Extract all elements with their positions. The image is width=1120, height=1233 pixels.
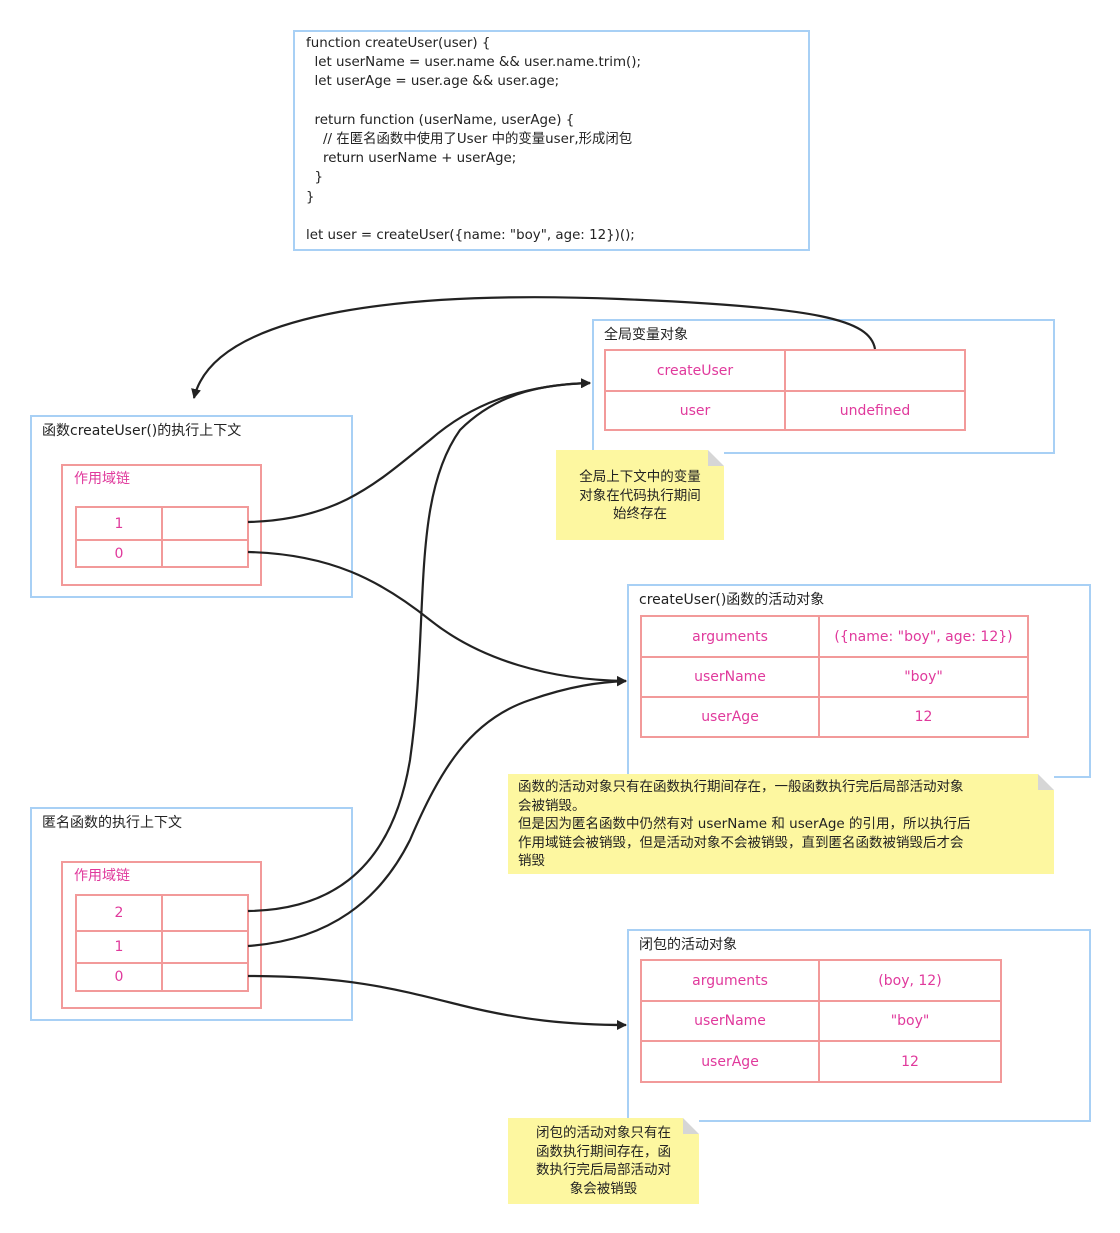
- table-row: 0: [75, 539, 249, 568]
- table-row: user undefined: [604, 390, 966, 431]
- anonymous-function-scope-table: 2 1 0: [75, 894, 249, 992]
- closure-note-text: 闭包的活动对象只有在 函数执行期间存在，函 数执行完后局部活动对 象会被销毁: [536, 1125, 671, 1197]
- table-key-cell: userAge: [640, 696, 820, 738]
- scope-chain-title: 作用域链: [74, 471, 130, 487]
- scope-chain-title: 作用域链: [74, 868, 130, 884]
- table-key-cell: arguments: [640, 959, 820, 1002]
- scope-index-cell: 2: [75, 894, 163, 932]
- scope-pointer-cell: [161, 506, 249, 541]
- code-text: function createUser(user) { let userName…: [306, 36, 641, 244]
- table-row: arguments (boy, 12): [640, 959, 1002, 1002]
- global-variable-object-title: 全局变量对象: [604, 327, 688, 343]
- table-value-cell: 12: [818, 1040, 1002, 1083]
- anonymous-function-context-title: 匿名函数的执行上下文: [42, 815, 182, 831]
- table-value-cell: [784, 349, 966, 392]
- create-user-activation-note: 函数的活动对象只有在函数执行期间存在，一般函数执行完后局部活动对象 会被销毁。 …: [508, 774, 1054, 874]
- create-user-context-title: 函数createUser()的执行上下文: [42, 423, 242, 439]
- create-user-scope-table: 1 0: [75, 506, 249, 568]
- table-row: 1: [75, 930, 249, 964]
- table-value-cell: ({name: "boy", age: 12}): [818, 615, 1029, 658]
- create-user-activation-object-title: createUser()函数的活动对象: [639, 592, 825, 608]
- scope-index-cell: 1: [75, 506, 163, 541]
- create-user-activation-note-text: 函数的活动对象只有在函数执行期间存在，一般函数执行完后局部活动对象 会被销毁。 …: [518, 779, 971, 870]
- table-row: userName "boy": [640, 656, 1029, 698]
- scope-pointer-cell: [161, 930, 249, 964]
- closure-note: 闭包的活动对象只有在 函数执行期间存在，函 数执行完后局部活动对 象会被销毁: [508, 1118, 699, 1204]
- global-variable-table: createUser user undefined: [604, 349, 966, 431]
- table-key-cell: userName: [640, 656, 820, 698]
- closure-activation-table: arguments (boy, 12) userName "boy" userA…: [640, 959, 1002, 1083]
- scope-index-cell: 0: [75, 962, 163, 992]
- table-row: createUser: [604, 349, 966, 392]
- table-value-cell: 12: [818, 696, 1029, 738]
- table-row: userAge 12: [640, 696, 1029, 738]
- table-row: 2: [75, 894, 249, 932]
- global-note-text: 全局上下文中的变量 对象在代码执行期间 始终存在: [579, 469, 701, 523]
- note-fold-corner: [708, 450, 724, 466]
- global-note: 全局上下文中的变量 对象在代码执行期间 始终存在: [556, 450, 724, 540]
- table-row: 0: [75, 962, 249, 992]
- note-fold-corner: [1038, 774, 1054, 790]
- table-value-cell: (boy, 12): [818, 959, 1002, 1002]
- table-key-cell: userName: [640, 1000, 820, 1042]
- table-row: 1: [75, 506, 249, 541]
- table-value-cell: undefined: [784, 390, 966, 431]
- code-box: function createUser(user) { let userName…: [293, 30, 810, 251]
- create-user-activation-table: arguments ({name: "boy", age: 12}) userN…: [640, 615, 1029, 738]
- table-key-cell: user: [604, 390, 786, 431]
- table-row: userName "boy": [640, 1000, 1002, 1042]
- table-row: arguments ({name: "boy", age: 12}): [640, 615, 1029, 658]
- table-key-cell: createUser: [604, 349, 786, 392]
- table-key-cell: userAge: [640, 1040, 820, 1083]
- scope-index-cell: 1: [75, 930, 163, 964]
- scope-pointer-cell: [161, 962, 249, 992]
- note-fold-corner: [683, 1118, 699, 1134]
- closure-activation-object-title: 闭包的活动对象: [639, 937, 737, 953]
- scope-pointer-cell: [161, 894, 249, 932]
- scope-index-cell: 0: [75, 539, 163, 568]
- table-value-cell: "boy": [818, 1000, 1002, 1042]
- table-row: userAge 12: [640, 1040, 1002, 1083]
- scope-pointer-cell: [161, 539, 249, 568]
- table-key-cell: arguments: [640, 615, 820, 658]
- table-value-cell: "boy": [818, 656, 1029, 698]
